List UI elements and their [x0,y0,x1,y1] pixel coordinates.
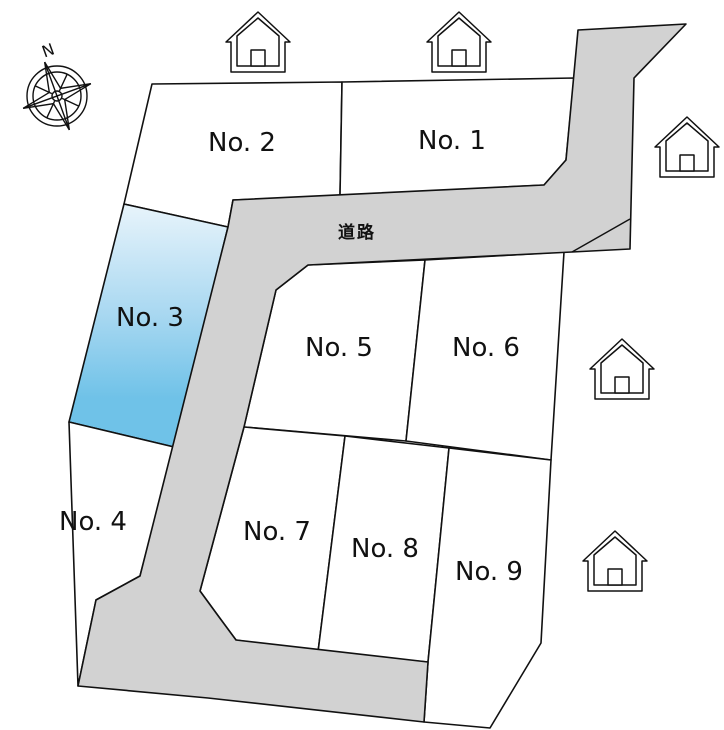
lot-label: No. 6 [452,333,520,363]
lot-label: No. 7 [243,517,311,547]
house-icon [582,530,648,592]
road-area [77,23,687,723]
lot-label: No. 3 [116,303,184,333]
house-icon [589,338,655,400]
road-edge-line [571,218,631,253]
compass-rose-icon [22,61,92,131]
lot-label: No. 1 [418,126,486,156]
house-icon [225,11,291,73]
road-label: 道路 [338,222,376,243]
house-icon [654,116,720,178]
lot-label: No. 5 [305,333,373,363]
lot-label: No. 2 [208,128,276,158]
lot-label: No. 4 [59,507,127,537]
compass-north-label: N [39,39,57,61]
house-icon [426,11,492,73]
lot-label: No. 9 [455,557,523,587]
lot-label: No. 8 [351,534,419,564]
